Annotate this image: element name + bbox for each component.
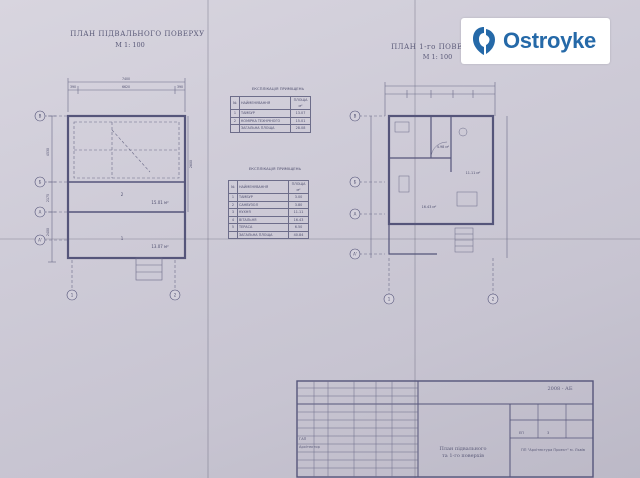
table-cell: КОМІРКА ТЕХНІЧНОГО [239, 116, 291, 125]
table-cell [230, 124, 240, 133]
table-cell: 15.01 [290, 116, 311, 125]
drawing-code: 2008 - АБ [547, 386, 573, 392]
axis-label: В [354, 114, 357, 119]
drawing-title-line1: План підвального [439, 446, 487, 452]
basement-explication-table: № НАЙМЕНУВАННЯ ПЛОЩА м² 1 ТАМБУР 13.07 2… [230, 96, 311, 133]
table-row: 1 ТАМБУР 13.07 [230, 109, 311, 118]
title-block [296, 380, 594, 478]
table-cell: 1 [228, 193, 238, 202]
table-cell: № [228, 180, 238, 194]
fold-line [414, 0, 416, 478]
table-cell: НАЙМЕНУВАННЯ [237, 180, 289, 194]
table-row: 2 КОМІРКА ТЕХНІЧНОГО 15.01 [230, 116, 311, 125]
first-floor-plan-title: ПЛАН 1-го ПОВЕРХУ [391, 43, 479, 51]
table-cell: ЗАГАЛЬНА ПЛОЩА [239, 124, 291, 133]
table-cell: НАЙМЕНУВАННЯ [239, 96, 291, 110]
fold-line [0, 238, 640, 240]
first-floor-plan-drawing: В Б А А' 1 2 4.98 м² 11.11 м² 16.43 м² [349, 82, 508, 305]
table-cell: САНВУЗОЛ [237, 200, 289, 209]
axis-label: 1 [71, 293, 74, 298]
stamp-stage: ЕП [519, 431, 524, 435]
axis-label: 2 [174, 293, 177, 298]
table-row: № НАЙМЕНУВАННЯ ПЛОЩА м² [228, 180, 309, 194]
first-floor-plan-scale: М 1: 100 [422, 53, 453, 61]
ostroyke-logo-icon [473, 27, 495, 55]
table-cell: № [230, 96, 240, 110]
table-cell: 3.80 [288, 200, 309, 209]
table-cell: 40.84 [288, 230, 309, 239]
table-cell: 28.08 [290, 124, 311, 133]
drawing-title-line2: та 1-го поверхів [442, 453, 484, 459]
dimension-label: 390 [70, 85, 76, 89]
stamp-role-gap: ГАП [299, 437, 307, 441]
table-cell: КУХНЯ [237, 208, 289, 217]
axis-label: 1 [388, 297, 391, 302]
room-number: 2 [121, 192, 124, 197]
table-cell: 3.00 [288, 193, 309, 202]
axis-label: Б [354, 180, 357, 185]
table-cell: ТАМБУР [239, 109, 291, 118]
ostroyke-logo: Ostroyke [461, 18, 610, 64]
axis-label: А' [353, 252, 357, 257]
axis-label: А [39, 210, 42, 215]
table-cell: 3 [228, 208, 238, 217]
room-area: 11.11 м² [466, 171, 481, 175]
table-cell: 4 [228, 215, 238, 224]
table-cell: ВІТАЛЬНЯ [237, 215, 289, 224]
table-caption: ЕКСПЛІКАЦІЯ ПРИМІЩЕНЬ [251, 86, 305, 91]
axis-label: А' [38, 238, 42, 243]
table-row: 2 САНВУЗОЛ 3.80 [228, 200, 309, 209]
room-area: 13.07 м² [151, 244, 169, 249]
table-cell: 16.43 [288, 215, 309, 224]
table-row: ЗАГАЛЬНА ПЛОЩА 28.08 [230, 124, 311, 133]
table-caption: ЕКСПЛІКАЦІЯ ПРИМІЩЕНЬ [248, 166, 302, 171]
table-row: № НАЙМЕНУВАННЯ ПЛОЩА м² [230, 96, 311, 110]
table-row: 1 ТАМБУР 3.00 [228, 193, 309, 202]
table-row: 4 ВІТАЛЬНЯ 16.43 [228, 215, 309, 224]
basement-plan-drawing: В Б А А' 1 2 7400 6620 390 390 4530 2175… [34, 77, 193, 301]
axis-label: В [39, 114, 42, 119]
room-area: 4.98 м² [437, 145, 450, 149]
table-cell: ТЕРАСА [237, 223, 289, 232]
table-cell: 5 [228, 223, 238, 232]
table-cell: 2 [230, 116, 240, 125]
table-cell [228, 230, 238, 239]
dimension-label: 2400 [46, 228, 50, 236]
table-row: 3 КУХНЯ 11.11 [228, 208, 309, 217]
first-floor-explication-table: № НАЙМЕНУВАННЯ ПЛОЩА м² 1 ТАМБУР 3.00 2 … [228, 180, 309, 239]
table-cell: ПЛОЩА м² [288, 180, 309, 194]
dimension-label: 4530 [46, 148, 50, 156]
fold-line [207, 0, 209, 478]
axis-label: 2 [492, 297, 495, 302]
table-cell: ПЛОЩА м² [290, 96, 311, 110]
dimension-label: 6620 [122, 85, 130, 89]
table-cell: ЗАГАЛЬНА ПЛОЩА [237, 230, 289, 239]
table-cell: 2 [228, 200, 238, 209]
table-cell: ТАМБУР [237, 193, 289, 202]
room-area: 16.43 м² [422, 205, 437, 209]
dimension-label: 2600 [189, 160, 193, 168]
table-row: 5 ТЕРАСА 6.50 [228, 223, 309, 232]
dimension-label: 7400 [122, 77, 130, 81]
table-row: ЗАГАЛЬНА ПЛОЩА 40.84 [228, 230, 309, 239]
axis-label: Б [39, 180, 42, 185]
stamp-organization: ПП "Архітектура Проект" м. Львів [521, 448, 585, 452]
basement-plan-scale: М 1: 100 [115, 41, 145, 49]
table-cell: 1 [230, 109, 240, 118]
axis-label: А [354, 212, 357, 217]
room-number: 1 [121, 236, 124, 241]
room-area: 15.01 м² [151, 200, 169, 205]
table-cell: 6.50 [288, 223, 309, 232]
table-cell: 13.07 [290, 109, 311, 118]
basement-plan-title: ПЛАН ПІДВАЛЬНОГО ПОВЕРХУ [70, 30, 205, 38]
dimension-label: 2175 [46, 194, 50, 202]
dimension-label: 390 [177, 85, 183, 89]
table-cell: 11.11 [288, 208, 309, 217]
stamp-sheet-number: 3 [547, 431, 550, 435]
stamp-role-architect: Архітектор [299, 445, 320, 449]
ostroyke-logo-text: Ostroyke [503, 28, 596, 53]
